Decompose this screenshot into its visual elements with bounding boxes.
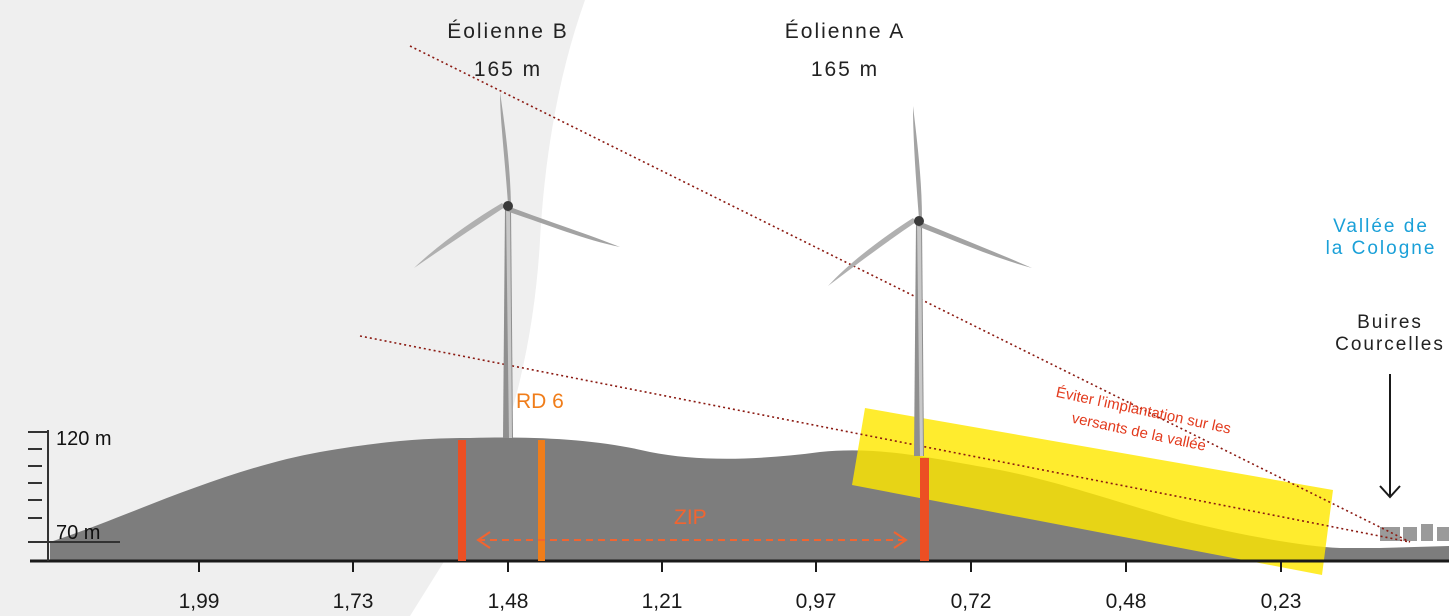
road-label: RD 6: [516, 390, 564, 413]
wind-turbine-b: [414, 92, 620, 438]
x-tick-label: 0,72: [950, 590, 992, 613]
zip-arrow: [476, 531, 908, 549]
x-axis-ticks: [198, 561, 1282, 572]
valley-label: Vallée de la Cologne: [1296, 216, 1449, 260]
village-building: [1403, 527, 1417, 541]
road-marker: [538, 440, 545, 561]
village-label: Buires Courcelles: [1305, 312, 1449, 356]
village-label-line1: Buires: [1357, 312, 1423, 333]
x-tick-label: 1,21: [641, 590, 683, 613]
zip-boundary-right: [920, 458, 929, 561]
wind-turbine-a: [828, 106, 1032, 456]
village-building: [1380, 527, 1400, 541]
x-tick-label: 1,73: [332, 590, 374, 613]
x-tick-label: 0,23: [1260, 590, 1302, 613]
altitude-label-low: 70 m: [56, 522, 101, 544]
village-building: [1437, 527, 1449, 541]
turbine-a-name: Éolienne A: [784, 20, 906, 43]
valley-label-line2: la Cologne: [1325, 238, 1437, 259]
zip-label: ZIP: [674, 506, 707, 529]
warning-zone: [852, 408, 1333, 575]
turbine-b-height: 165 m: [473, 58, 543, 81]
x-tick-label: 0,97: [795, 590, 837, 613]
village-building: [1421, 524, 1433, 541]
turbine-b-name: Éolienne B: [447, 20, 569, 43]
arrow-down-icon: [1379, 374, 1401, 499]
sight-line-lower: [359, 335, 1411, 543]
x-tick-label: 0,48: [1105, 590, 1147, 613]
turbine-a-height: 165 m: [810, 58, 880, 81]
altitude-scale: [28, 430, 120, 561]
valley-label-line1: Vallée de: [1333, 216, 1429, 237]
altitude-label-high: 120 m: [56, 428, 112, 450]
zip-boundary-left: [458, 440, 466, 561]
village-label-line2: Courcelles: [1335, 334, 1445, 355]
x-tick-label: 1,48: [487, 590, 529, 613]
x-tick-label: 1,99: [178, 590, 220, 613]
sight-line-upper: [409, 45, 1411, 543]
